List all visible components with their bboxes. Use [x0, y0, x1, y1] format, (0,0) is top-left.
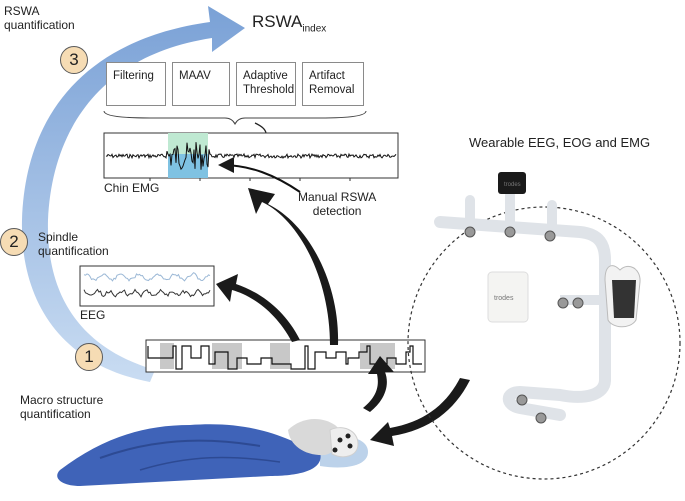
- sleeping-person: [57, 418, 368, 486]
- adaptive-threshold-label-2: Threshold: [243, 84, 295, 96]
- device-circle: [407, 206, 681, 480]
- step2-label: Spindle quantification: [38, 230, 109, 258]
- rswa-index-title: RSWAindex: [252, 12, 326, 34]
- manual-detection-line1: Manual RSWA: [298, 190, 377, 204]
- step3-label-line2: quantification: [4, 18, 75, 32]
- step1-label: Macro structure quantification: [20, 393, 103, 421]
- arrow-to-hypnogram: [363, 356, 394, 412]
- step3-label: RSWA quantification: [4, 4, 75, 32]
- manual-detection-label: Manual RSWA detection: [298, 190, 376, 218]
- rswa-index-sub: index: [302, 23, 327, 35]
- wearable-device: trodes trodes: [434, 172, 641, 424]
- step1-label-line2: quantification: [20, 407, 91, 421]
- maav-box: MAAV: [172, 62, 230, 106]
- step2-badge: 2: [0, 228, 28, 256]
- artifact-removal-label-2: Removal: [309, 84, 355, 96]
- svg-text:trodes: trodes: [504, 182, 521, 188]
- arrow-to-eeg: [216, 274, 300, 342]
- workflow-arc: [21, 6, 245, 382]
- svg-text:trodes: trodes: [494, 295, 514, 302]
- eeg-label: EEG: [80, 308, 106, 322]
- artifact-removal-box: Artifact Removal: [302, 62, 364, 106]
- eeg-panel: [79, 265, 215, 307]
- step3-label-line1: RSWA: [4, 4, 40, 18]
- artifact-removal-label-1: Artifact: [309, 70, 345, 82]
- manual-detection-line2: detection: [312, 204, 362, 218]
- boxes-bracket: [103, 110, 367, 126]
- filtering-label: Filtering: [113, 70, 154, 82]
- adaptive-threshold-label-1: Adaptive: [243, 70, 288, 82]
- step3-badge: 3: [60, 46, 88, 74]
- device-title: Wearable EEG, EOG and EMG: [469, 135, 651, 150]
- maav-label: MAAV: [179, 70, 211, 82]
- step1-badge: 1: [75, 343, 103, 371]
- step2-label-line2: quantification: [38, 244, 109, 258]
- arrow-to-emg: [248, 188, 339, 345]
- step2-label-line1: Spindle: [38, 230, 79, 244]
- arrow-from-device: [370, 378, 470, 446]
- adaptive-threshold-box: Adaptive Threshold: [236, 62, 296, 106]
- manual-arrow-1: [218, 157, 301, 193]
- filtering-box: Filtering: [106, 62, 166, 106]
- rswa-index-main: RSWA: [252, 12, 303, 31]
- chin-emg-label: Chin EMG: [104, 181, 160, 195]
- chin-emg-panel: [103, 132, 399, 181]
- step1-label-line1: Macro structure: [20, 393, 104, 407]
